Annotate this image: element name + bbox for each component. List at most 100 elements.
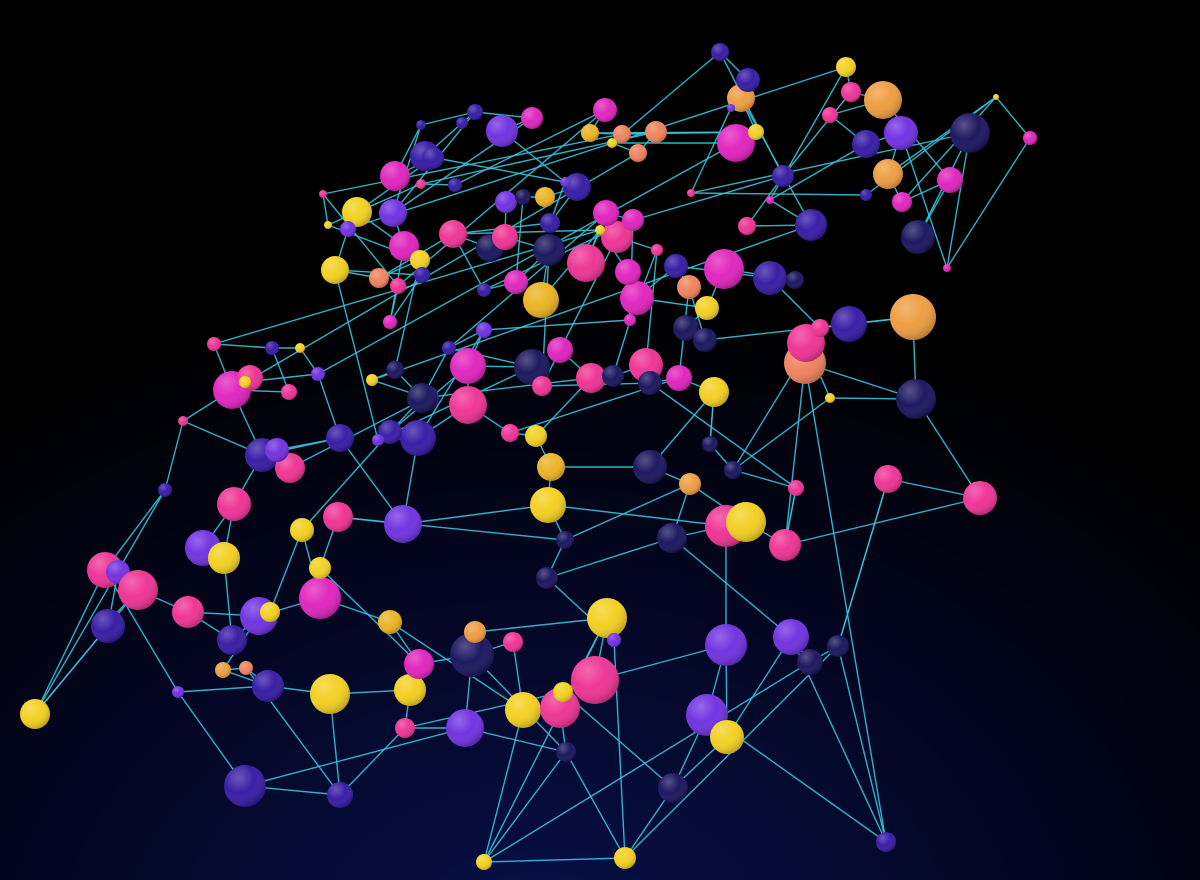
network-node bbox=[172, 686, 184, 698]
network-node bbox=[400, 420, 436, 456]
node-shading bbox=[321, 256, 349, 284]
network-node bbox=[748, 124, 764, 140]
node-shading bbox=[327, 782, 353, 808]
node-shading bbox=[615, 259, 641, 285]
network-node bbox=[788, 480, 804, 496]
node-shading bbox=[446, 709, 484, 747]
network-node bbox=[366, 374, 378, 386]
node-shading bbox=[504, 270, 528, 294]
node-shading bbox=[658, 773, 688, 803]
edge-line bbox=[347, 66, 847, 230]
node-shading bbox=[547, 337, 573, 363]
node-shading bbox=[638, 371, 662, 395]
network-node bbox=[217, 487, 251, 521]
node-shading bbox=[620, 281, 654, 315]
network-node bbox=[556, 742, 576, 762]
network-node bbox=[827, 635, 849, 657]
network-node bbox=[395, 718, 415, 738]
node-shading bbox=[704, 249, 744, 289]
node-shading bbox=[651, 244, 663, 256]
node-shading bbox=[536, 567, 558, 589]
node-shading bbox=[556, 531, 574, 549]
node-shading bbox=[384, 505, 422, 543]
network-node bbox=[410, 250, 430, 270]
network-node bbox=[449, 386, 487, 424]
node-shading bbox=[386, 361, 404, 379]
edge-line bbox=[424, 155, 566, 183]
network-node bbox=[736, 68, 760, 92]
edge-line bbox=[319, 567, 420, 665]
node-shading bbox=[901, 220, 935, 254]
network-node bbox=[874, 465, 902, 493]
network-node bbox=[797, 649, 823, 675]
network-node bbox=[622, 209, 644, 231]
network-node bbox=[380, 161, 410, 191]
network-node bbox=[378, 610, 402, 634]
network-node bbox=[299, 577, 341, 619]
network-node bbox=[571, 656, 619, 704]
network-node bbox=[327, 782, 353, 808]
edge-line bbox=[562, 691, 674, 789]
network-node bbox=[884, 116, 918, 150]
node-shading bbox=[693, 328, 717, 352]
edge-line bbox=[784, 497, 981, 546]
edge-line bbox=[671, 537, 792, 638]
network-node bbox=[537, 453, 565, 481]
node-shading bbox=[687, 189, 695, 197]
network-node bbox=[614, 847, 636, 869]
edge-line bbox=[371, 224, 812, 381]
node-shading bbox=[622, 209, 644, 231]
node-shading bbox=[523, 282, 559, 318]
node-shading bbox=[390, 278, 406, 294]
network-node bbox=[464, 621, 486, 643]
edge-line bbox=[900, 132, 948, 269]
network-node bbox=[772, 165, 794, 187]
network-node bbox=[416, 120, 426, 130]
node-shading bbox=[629, 144, 647, 162]
node-shading bbox=[567, 244, 605, 282]
node-shading bbox=[309, 557, 331, 579]
network-node bbox=[726, 502, 766, 542]
edge-line bbox=[301, 431, 391, 531]
node-shading bbox=[825, 393, 835, 403]
network-node bbox=[91, 609, 125, 643]
network-node bbox=[553, 682, 573, 702]
network-node bbox=[657, 523, 687, 553]
edge-line bbox=[454, 109, 606, 186]
node-shading bbox=[864, 81, 902, 119]
node-shading bbox=[576, 363, 606, 393]
network-node bbox=[372, 434, 384, 446]
edge-line bbox=[645, 249, 658, 366]
network-node bbox=[601, 221, 633, 253]
network-node bbox=[324, 221, 332, 229]
network-node bbox=[383, 315, 397, 329]
network-node bbox=[710, 720, 744, 754]
node-shading bbox=[158, 483, 172, 497]
node-shading bbox=[450, 348, 486, 384]
node-shading bbox=[20, 699, 50, 729]
edge-line bbox=[269, 529, 303, 613]
edge-line bbox=[690, 192, 867, 196]
network-node bbox=[556, 531, 574, 549]
node-shading bbox=[602, 365, 624, 387]
network-node bbox=[239, 376, 251, 388]
node-shading bbox=[533, 234, 565, 266]
network-node bbox=[651, 244, 663, 256]
edge-line bbox=[559, 236, 618, 351]
network-node bbox=[658, 773, 688, 803]
node-shading bbox=[449, 386, 487, 424]
node-shading bbox=[943, 264, 951, 272]
network-node bbox=[950, 113, 990, 153]
node-shading bbox=[410, 250, 430, 270]
node-shading bbox=[324, 221, 332, 229]
network-node bbox=[281, 384, 297, 400]
node-shading bbox=[710, 720, 744, 754]
node-shading bbox=[476, 322, 492, 338]
node-shading bbox=[366, 374, 378, 386]
network-node bbox=[414, 267, 430, 283]
node-shading bbox=[797, 649, 823, 675]
network-node bbox=[394, 674, 426, 706]
node-shading bbox=[525, 425, 547, 447]
network-node bbox=[407, 383, 437, 413]
